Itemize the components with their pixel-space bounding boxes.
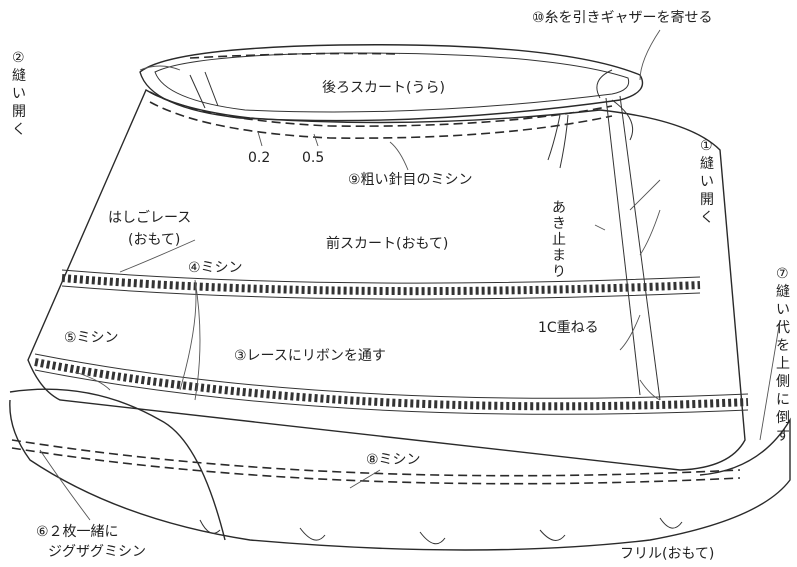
opening-stop-char-4: り bbox=[552, 264, 566, 280]
gather-stitch-line-3 bbox=[189, 52, 401, 59]
basting-label: ⑨粗い針目のミシン bbox=[348, 172, 473, 188]
lace-band-1 bbox=[61, 274, 701, 296]
gather-stitch-line-1 bbox=[149, 91, 613, 127]
seam-allowance-char-4: を bbox=[776, 338, 790, 354]
opening-stop-char-2: 止 bbox=[552, 232, 566, 248]
back-skirt-label: 後ろスカート(うら) bbox=[322, 80, 445, 96]
frill-outline bbox=[9, 399, 791, 551]
seam-allowance-char-7: に bbox=[776, 392, 790, 408]
gather-label: ⑩糸を引きギャザーを寄せる bbox=[532, 9, 713, 26]
frill-folds bbox=[199, 517, 683, 545]
lace-band-2 bbox=[34, 358, 749, 411]
seam-allowance-label: ⑦ 縫 い 代 を 上 側 に 倒 す bbox=[776, 266, 790, 444]
sew-open-left-char-3: 開 bbox=[12, 104, 26, 120]
seam-allowance-char-8: 倒 bbox=[776, 410, 790, 426]
hem-stitch-line-2 bbox=[11, 447, 741, 485]
thread-ends bbox=[547, 69, 634, 169]
hem-stitch-line bbox=[11, 439, 741, 477]
frill-label: フリル(おもて) bbox=[620, 546, 714, 562]
opening-stop-char-0: あ bbox=[552, 200, 566, 216]
front-opening-line-2 bbox=[619, 95, 661, 401]
opening-stop-char-3: ま bbox=[552, 248, 566, 264]
lace-band-2-edge bbox=[34, 353, 749, 415]
sew-open-left-char-4: く bbox=[12, 122, 26, 138]
sew-open-left-char-0: ② bbox=[12, 50, 25, 66]
front-skirt-label: 前スカート(おもて) bbox=[326, 235, 448, 252]
sew-open-right-char-1: 縫 bbox=[700, 156, 714, 172]
back-side-seam bbox=[189, 74, 206, 109]
opening-stop-label: あ き 止 ま り bbox=[552, 200, 566, 280]
overlap-label: 1C重ねる bbox=[538, 320, 599, 336]
measure-b-label: 0.5 bbox=[302, 150, 324, 166]
sew-open-right-label: ① 縫 い 開 く bbox=[700, 138, 714, 226]
front-opening-line bbox=[605, 97, 641, 396]
seam-allowance-char-0: ⑦ bbox=[776, 266, 789, 282]
leader-lines bbox=[39, 29, 781, 521]
seam-allowance-char-3: 代 bbox=[776, 320, 790, 336]
zigzag-label-1: ⑥２枚一緒に bbox=[36, 524, 119, 540]
seam-allowance-char-5: 上 bbox=[776, 356, 790, 372]
sew-open-left-char-2: い bbox=[12, 86, 26, 102]
folded-corner bbox=[9, 388, 226, 541]
waistband-top bbox=[139, 44, 644, 122]
gather-stitch-line-2 bbox=[149, 101, 613, 139]
ribbon-label: ③レースにリボンを通す bbox=[234, 348, 386, 364]
ladder-lace-label-2: (おもて) bbox=[128, 232, 180, 248]
sew-open-right-char-2: い bbox=[700, 174, 714, 190]
sew-open-right-char-4: く bbox=[700, 210, 714, 226]
stitch-4-label: ④ミシン bbox=[188, 260, 243, 276]
seam-allowance-char-9: す bbox=[776, 428, 790, 444]
seam-allowance-char-1: 縫 bbox=[776, 284, 790, 300]
zigzag-label-2: ジグザグミシン bbox=[48, 544, 146, 560]
sew-open-left-char-1: 縫 bbox=[12, 68, 26, 84]
seam-allowance-char-2: い bbox=[776, 302, 790, 318]
stitch-8-label: ⑧ミシン bbox=[366, 452, 421, 468]
stitch-5-label: ⑤ミシン bbox=[64, 330, 119, 346]
sew-open-left-label: ② 縫 い 開 く bbox=[12, 50, 26, 138]
measure-a-label: 0.2 bbox=[248, 150, 270, 166]
opening-stop-char-1: き bbox=[552, 216, 566, 232]
lace-band-1-edge bbox=[61, 269, 701, 300]
ladder-lace-label-1: はしごレース bbox=[108, 210, 191, 226]
seam-allowance-char-6: 側 bbox=[776, 374, 790, 390]
sew-open-right-char-0: ① bbox=[700, 138, 713, 154]
back-side-seam-2 bbox=[204, 71, 219, 107]
sew-open-right-char-3: 開 bbox=[700, 192, 714, 208]
